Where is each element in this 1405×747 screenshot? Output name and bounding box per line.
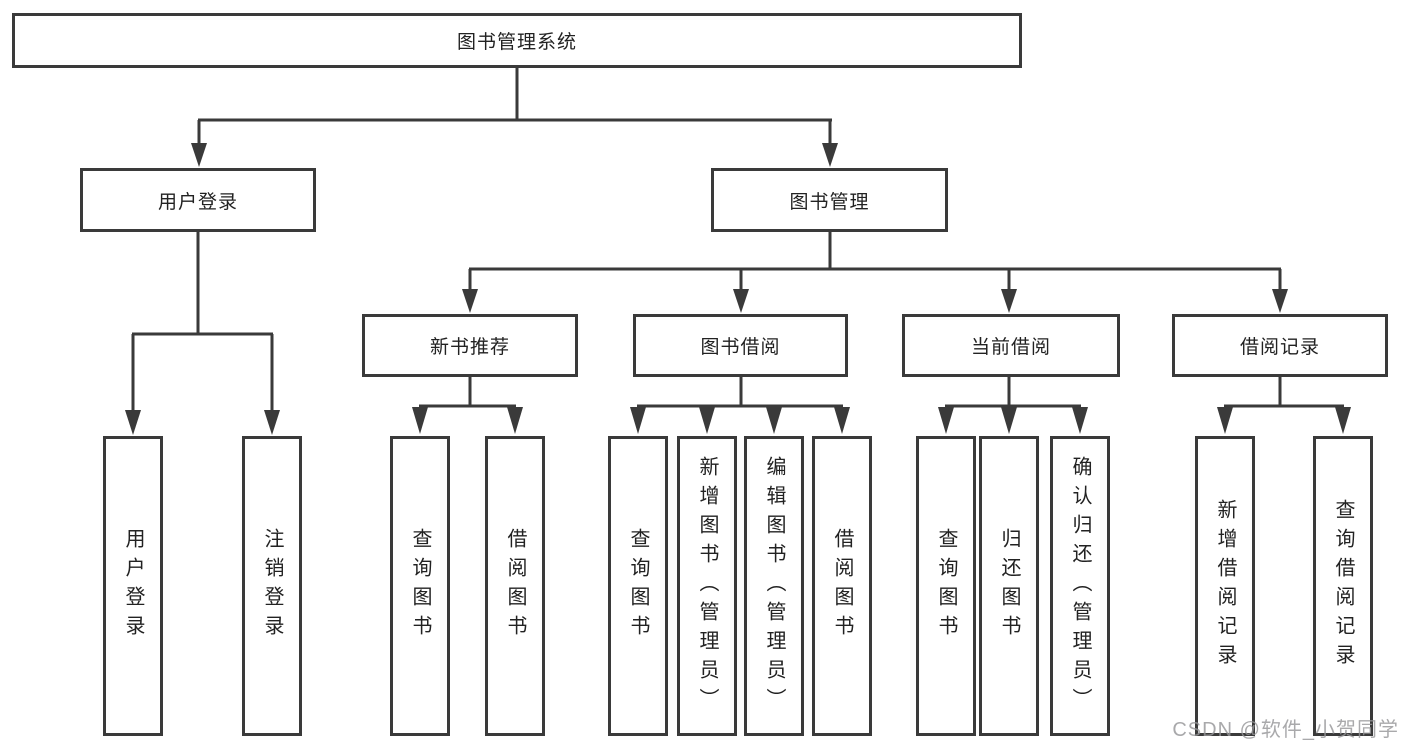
leaf-cb-confirm-return-admin-label: 确认归还（管理员） [1069,455,1091,717]
leaf-cb-query-books-label: 查询图书 [935,528,957,644]
leaf-user-login: 用户登录 [103,436,163,736]
group-borrow-records-label: 借阅记录 [1239,337,1320,358]
leaf-br-query-record: 查询借阅记录 [1313,436,1373,736]
leaf-br-add-record: 新增借阅记录 [1195,436,1255,736]
leaf-br-query-record-label: 查询借阅记录 [1332,499,1354,673]
group-book-borrow-label: 图书借阅 [700,337,781,358]
leaf-user-login-label: 用户登录 [122,528,144,644]
group-current-borrow-label: 当前借阅 [970,337,1051,358]
branch-book-management-label: 图书管理 [789,191,870,213]
leaf-bb-borrow-books-label: 借阅图书 [831,528,853,644]
leaf-cb-return-books-label: 归还图书 [998,528,1020,644]
leaf-logout: 注销登录 [242,436,302,736]
leaf-nb-query-books: 查询图书 [390,436,450,736]
leaf-bb-edit-book-admin-label: 编辑图书（管理员） [763,455,785,717]
group-new-book-recommend-label: 新书推荐 [429,337,510,358]
branch-user-login: 用户登录 [80,168,316,232]
leaf-bb-borrow-books: 借阅图书 [812,436,872,736]
leaf-bb-query-books: 查询图书 [608,436,668,736]
leaf-nb-borrow-books: 借阅图书 [485,436,545,736]
group-current-borrow: 当前借阅 [902,314,1120,377]
leaf-nb-query-books-label: 查询图书 [409,528,431,644]
leaf-cb-query-books: 查询图书 [916,436,976,736]
leaf-cb-return-books: 归还图书 [979,436,1039,736]
leaf-bb-query-books-label: 查询图书 [627,528,649,644]
group-book-borrow: 图书借阅 [633,314,848,377]
branch-book-management: 图书管理 [711,168,948,232]
root-box-library-system: 图书管理系统 [12,13,1022,68]
branch-user-login-label: 用户登录 [157,191,238,213]
leaf-cb-confirm-return-admin: 确认归还（管理员） [1050,436,1110,736]
leaf-bb-add-book-admin-label: 新增图书（管理员） [696,455,718,717]
root-label: 图书管理系统 [456,32,577,53]
leaf-bb-edit-book-admin: 编辑图书（管理员） [744,436,804,736]
leaf-bb-add-book-admin: 新增图书（管理员） [677,436,737,736]
group-new-book-recommend: 新书推荐 [362,314,578,377]
csdn-watermark: CSDN @软件_小贺同学 [1172,719,1399,741]
leaf-logout-label: 注销登录 [261,528,283,644]
group-borrow-records: 借阅记录 [1172,314,1388,377]
leaf-nb-borrow-books-label: 借阅图书 [504,528,526,644]
leaf-br-add-record-label: 新增借阅记录 [1214,499,1236,673]
